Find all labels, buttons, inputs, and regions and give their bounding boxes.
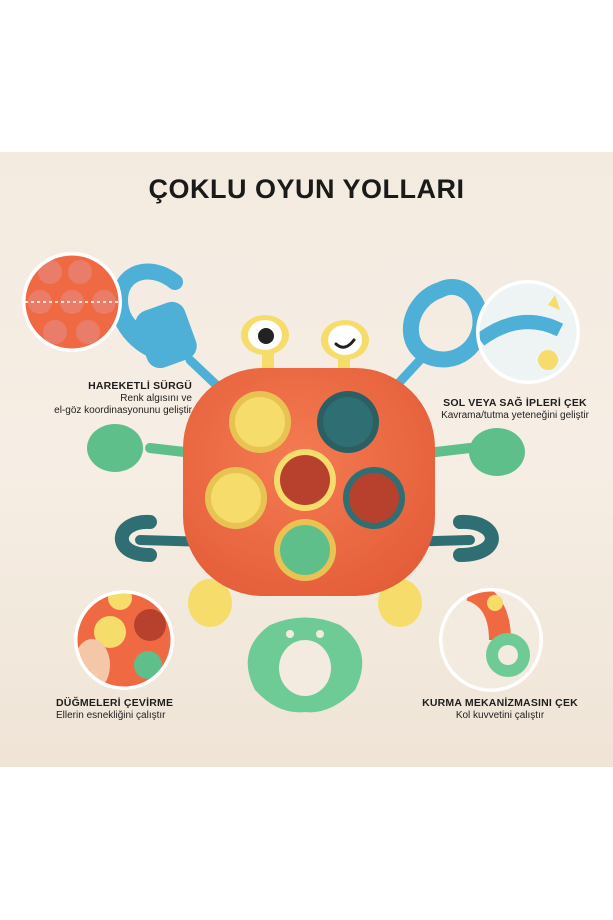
feature-desc: Kavrama/tutma yeteneğini geliştir xyxy=(441,410,589,421)
inset-windup-closeup xyxy=(439,588,543,692)
feature-desc: Renk algısını ve xyxy=(120,393,192,404)
feature-pull: SOL VEYA SAĞ İPLERİ ÇEK Kavrama/tutma ye… xyxy=(420,397,610,422)
color-button xyxy=(343,467,405,529)
feature-desc: Ellerin esnekliğini çalıştır xyxy=(56,710,166,721)
feature-desc: el-göz koordinasyonunu geliştir xyxy=(54,405,192,416)
left-foot xyxy=(188,579,232,627)
color-button xyxy=(274,519,336,581)
right-pull-handle xyxy=(380,279,489,403)
color-button xyxy=(317,391,379,453)
inset-buttons-closeup xyxy=(74,590,174,690)
page-title: ÇOKLU OYUN YOLLARI xyxy=(148,174,465,204)
inset-slider-closeup xyxy=(22,252,122,352)
inset-pull-closeup xyxy=(476,280,580,384)
feature-heading: KURMA MEKANİZMASINI ÇEK xyxy=(422,697,578,709)
feature-slider: HAREKETLİ SÜRGÜ Renk algısını ve el-göz … xyxy=(0,380,192,417)
feature-windup: KURMA MEKANİZMASINI ÇEK Kol kuvvetini ça… xyxy=(400,697,600,722)
feature-heading: HAREKETLİ SÜRGÜ xyxy=(88,380,192,392)
crab-teether xyxy=(247,617,363,713)
color-button xyxy=(229,391,291,453)
right-eye xyxy=(321,320,369,378)
feature-desc: Kol kuvvetini çalıştır xyxy=(455,710,545,721)
feature-buttons: DÜĞMELERİ ÇEVİRME Ellerin esnekliğini ça… xyxy=(56,697,216,722)
color-button xyxy=(274,449,336,511)
feature-heading: SOL VEYA SAĞ İPLERİ ÇEK xyxy=(443,397,587,409)
color-button xyxy=(205,467,267,529)
feature-heading: DÜĞMELERİ ÇEVİRME xyxy=(56,697,174,709)
right-foot xyxy=(378,579,422,627)
